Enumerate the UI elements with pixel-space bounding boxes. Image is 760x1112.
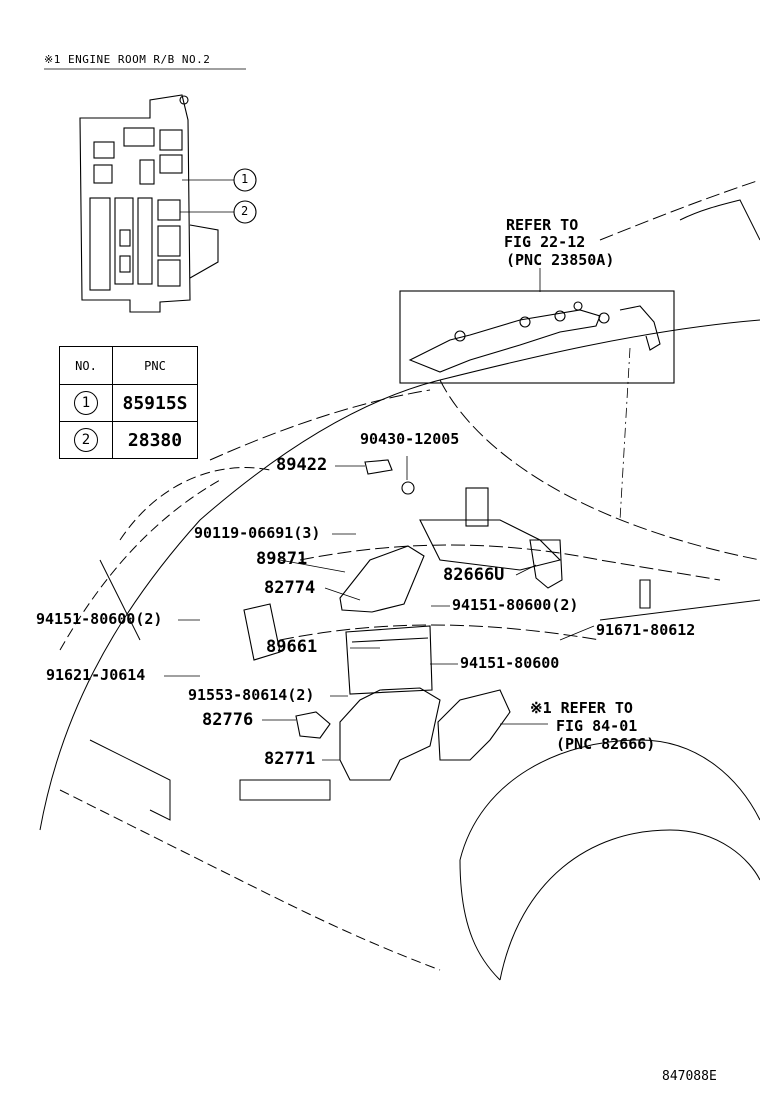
car-body-drawing (39, 179, 760, 981)
refer-top-line2: FIG 22-12 (504, 233, 586, 251)
part-82776: 82776 (202, 710, 254, 730)
engine-components-drawing (243, 459, 651, 781)
relay-block-drawing (79, 94, 257, 313)
table-header-pnc: PNC (112, 346, 198, 385)
part-90430-12005: 90430-12005 (360, 430, 460, 448)
leader-lines (164, 456, 595, 761)
part-94151-80600-right: 94151-80600(2) (452, 596, 579, 614)
part-94151-80600-left: 94151-80600(2) (36, 610, 163, 628)
part-89661: 89661 (266, 637, 318, 657)
part-82771: 82771 (264, 749, 316, 769)
row-number-circle: 2 (74, 428, 98, 452)
row-pnc: 28380 (112, 421, 198, 459)
refer-top-line3: (PNC 23850A) (506, 251, 615, 269)
row-number-circle: 1 (74, 391, 98, 415)
table-row: 2 28380 (59, 421, 198, 459)
refer-bottom-line3: (PNC 82666) (556, 735, 656, 753)
refer-top-line1: REFER TO (506, 216, 579, 234)
part-91621-j0614: 91621-J0614 (46, 666, 146, 684)
pnc-table: NO. PNC 1 85915S 2 28380 (59, 346, 198, 459)
part-91671-80612: 91671-80612 (596, 621, 696, 639)
part-89871: 89871 (256, 549, 308, 569)
callout-1-number: 1 (241, 172, 249, 186)
part-90119-06691: 90119-06691(3) (194, 524, 321, 542)
refer-bottom-line2: FIG 84-01 (556, 717, 638, 735)
table-row: 1 85915S (59, 384, 198, 422)
callout-2-number: 2 (241, 204, 249, 218)
part-82666u: 82666U (443, 565, 505, 585)
part-91553-80614: 91553-80614(2) (188, 686, 315, 704)
part-89422: 89422 (276, 455, 328, 475)
relay-block-title: ※1 ENGINE ROOM R/B NO.2 (44, 53, 211, 66)
refer-bottom-line1: ※1 REFER TO (530, 699, 633, 717)
fuel-injector-rail-drawing (399, 268, 675, 521)
part-82774: 82774 (264, 578, 316, 598)
part-94151-80600-single: 94151-80600 (460, 654, 560, 672)
table-header-no: NO. (59, 346, 113, 385)
row-pnc: 85915S (112, 384, 198, 422)
illustration-code: 847088E (662, 1069, 717, 1084)
